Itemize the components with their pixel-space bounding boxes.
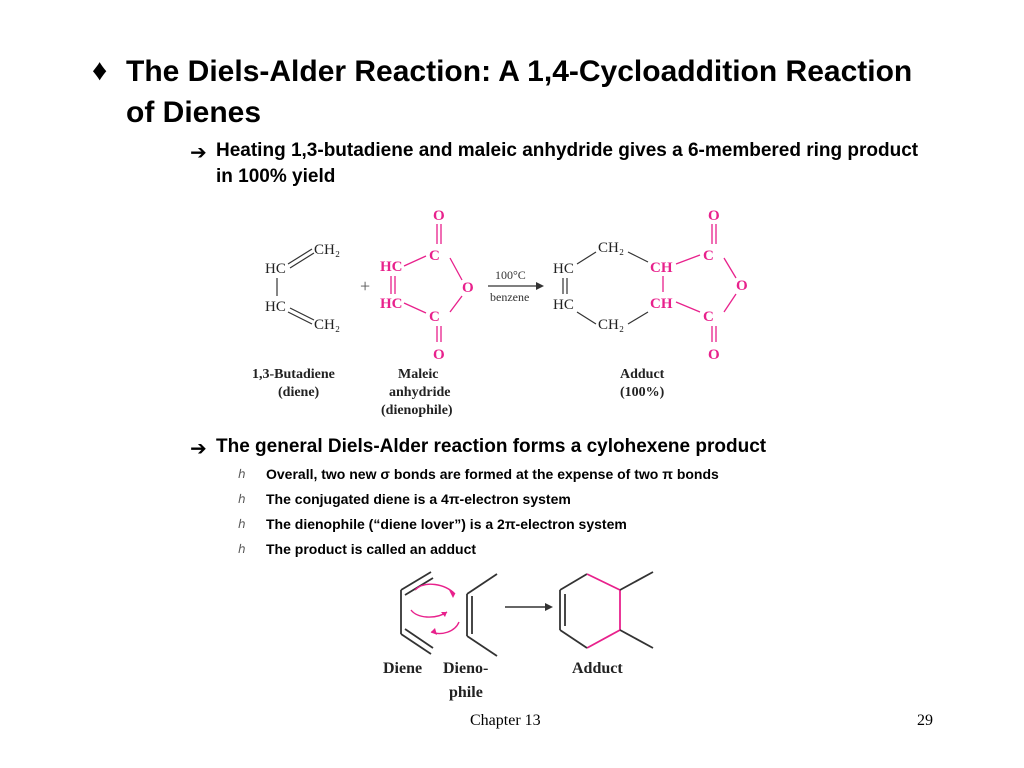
adduct-hc-bottom: HC (553, 297, 574, 313)
bullet-icon: ℎ (238, 542, 246, 556)
diene-label-2: (diene) (278, 385, 320, 400)
label-dienophile-1: Dieno- (443, 660, 488, 677)
adduct-o-bottom: O (708, 347, 720, 363)
dienophile-label-3: (dienophile) (381, 403, 453, 418)
ma-o-bottom: O (433, 347, 445, 363)
bullet-text: The conjugated diene is a 4π-electron sy… (266, 491, 571, 507)
bullet-list: ℎ Overall, two new σ bonds are formed at… (238, 466, 938, 566)
adduct-ch-top: CH (650, 260, 673, 276)
dienophile-label-1: Maleic (398, 367, 438, 382)
generic-scheme: Diene Dieno- phile Adduct (383, 571, 654, 701)
adduct-skeleton (559, 571, 654, 649)
adduct-ch2-top: CH₂ (598, 240, 624, 256)
page-number: 29 (917, 712, 933, 729)
bullet-text: The dienophile (“diene lover”) is a 2π-e… (266, 516, 627, 532)
bullet-text: Overall, two new σ bonds are formed at t… (266, 466, 719, 482)
section1-text: Heating 1,3-butadiene and maleic anhydri… (216, 140, 919, 187)
adduct-label-2: (100%) (620, 385, 665, 400)
dienophile-label-2: anhydride (389, 385, 450, 400)
diene-ch2-bottom: CH₂ (314, 317, 340, 333)
reaction-arrow: 100°C benzene (488, 268, 544, 304)
ma-o-ring: O (462, 280, 474, 296)
adduct-label-1: Adduct (620, 367, 665, 382)
ma-o-top: O (433, 208, 445, 224)
adduct-o-ring: O (736, 278, 748, 294)
slide-title: The Diels-Alder Reaction: A 1,4-Cycloadd… (126, 55, 913, 129)
ma-c-bottom: C (429, 309, 440, 325)
bullet-icon: ℎ (238, 517, 246, 531)
maleic-anhydride-structure: O C HC O HC C O (380, 208, 474, 363)
adduct-structure: CH₂ HC HC CH₂ O C CH O CH C O Adduct (10… (553, 208, 748, 400)
adduct-c-bottom: C (703, 309, 714, 325)
adduct-o-top: O (708, 208, 720, 224)
dienophile-skeleton (466, 573, 498, 657)
adduct-ch-bottom: CH (650, 296, 673, 312)
footer-chapter: Chapter 13 (470, 712, 541, 729)
diene-ch2-top: CH₂ (314, 242, 340, 258)
list-item: ℎ The conjugated diene is a 4π-electron … (238, 491, 938, 516)
label-diene: Diene (383, 660, 422, 677)
ma-hc-bottom: HC (380, 296, 403, 312)
diene-label-1: 1,3-Butadiene (252, 367, 335, 382)
section2-text: The general Diels-Alder reaction forms a… (216, 436, 767, 457)
arrow-icon: ➔ (190, 438, 207, 460)
ma-c-top: C (429, 248, 440, 264)
adduct-c-top: C (703, 248, 714, 264)
bullet-icon: ℎ (238, 467, 246, 481)
reaction-scheme: HC HC CH₂ CH₂ 1,3-Butadiene (diene) + O … (252, 208, 748, 418)
ma-hc-top: HC (380, 259, 403, 275)
list-item: ℎ The product is called an adduct (238, 541, 938, 566)
arrow-icon: ➔ (190, 142, 207, 164)
title-bullet-icon: ♦ (92, 54, 108, 87)
forward-arrow (505, 603, 553, 611)
diene-hc-top: HC (265, 261, 286, 277)
label-adduct: Adduct (572, 660, 623, 677)
curved-arrows (410, 583, 460, 635)
diene-hc-bottom: HC (265, 299, 286, 315)
butadiene-structure: HC HC CH₂ CH₂ 1,3-Butadiene (diene) (252, 242, 340, 400)
bullet-text: The product is called an adduct (266, 541, 477, 557)
adduct-hc-top: HC (553, 261, 574, 277)
plus-sign: + (360, 276, 370, 296)
condition-temp: 100°C (495, 268, 526, 282)
label-dienophile-2: phile (449, 684, 483, 701)
list-item: ℎ The dienophile (“diene lover”) is a 2π… (238, 516, 938, 541)
condition-solvent: benzene (490, 290, 529, 304)
adduct-ch2-bottom: CH₂ (598, 317, 624, 333)
list-item: ℎ Overall, two new σ bonds are formed at… (238, 466, 938, 491)
bullet-icon: ℎ (238, 492, 246, 506)
